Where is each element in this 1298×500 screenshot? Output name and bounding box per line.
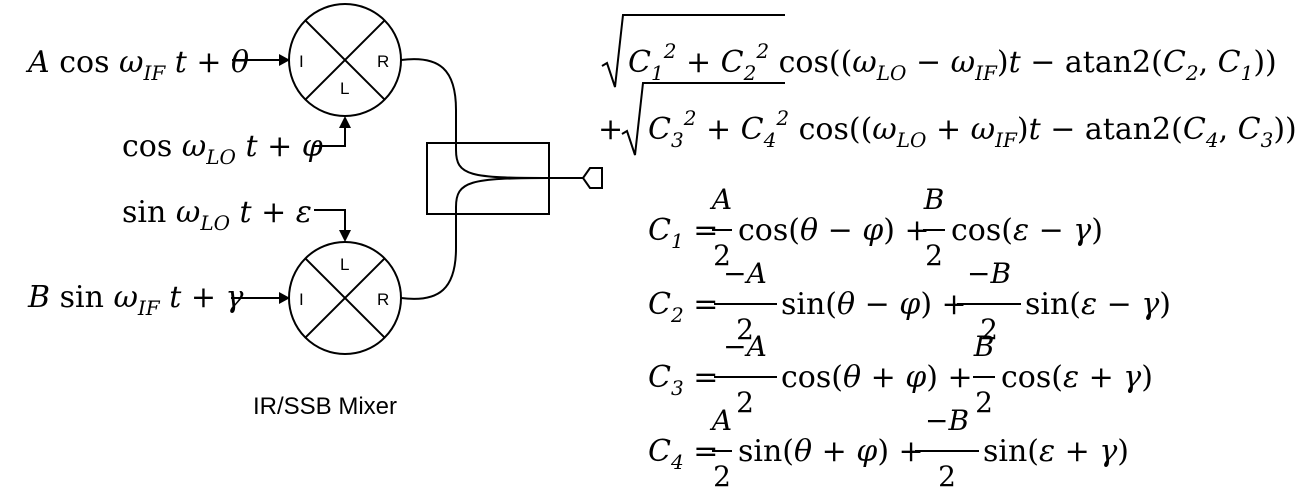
svg-text:2: 2 xyxy=(980,313,998,346)
svg-text:−A: −A xyxy=(723,257,767,290)
svg-text:sin(θ − φ) +: sin(θ − φ) + xyxy=(781,287,967,322)
coef-c2: C2 = −A 2 sin(θ − φ) + −B 2 sin(ε − γ) xyxy=(648,257,1171,346)
svg-text:sin(ε − γ): sin(ε − γ) xyxy=(1025,287,1171,322)
svg-text:−A: −A xyxy=(723,330,767,363)
bottom-mixer-port-l: L xyxy=(340,255,349,274)
top-mixer: I L R xyxy=(288,3,402,117)
svg-text:2: 2 xyxy=(938,460,956,493)
svg-text:cos(θ − φ) +: cos(θ − φ) + xyxy=(738,213,930,248)
top-if-wire xyxy=(232,54,290,66)
svg-text:B sin ωIF t + γ: B sin ωIF t + γ xyxy=(27,280,243,320)
input-bottom-if: B sin ωIF t + γ xyxy=(27,280,243,320)
svg-text:B: B xyxy=(973,330,995,363)
svg-text:2: 2 xyxy=(713,239,731,272)
bottom-mixer-output-wire xyxy=(400,177,550,300)
svg-text:2: 2 xyxy=(925,239,943,272)
input-lo-cos: cos ωLO t + φ xyxy=(122,129,323,169)
svg-text:C2 =: C2 = xyxy=(648,287,718,327)
svg-text:cos(ε + γ): cos(ε + γ) xyxy=(1001,360,1153,395)
lo-cos-wire xyxy=(313,116,351,147)
svg-text:−B: −B xyxy=(925,404,969,437)
svg-text:A cos ωIF t + θ: A cos ωIF t + θ xyxy=(25,45,249,85)
input-lo-sin: sin ωLO t + ε xyxy=(122,195,312,235)
svg-text:2: 2 xyxy=(736,386,754,419)
bottom-mixer-port-r: R xyxy=(377,290,389,309)
coef-c1: C1 = A 2 cos(θ − φ) + B 2 cos(ε − γ) xyxy=(648,183,1103,272)
svg-text:cos(ε − γ): cos(ε − γ) xyxy=(951,213,1103,248)
coef-c4: C4 = A 2 sin(θ + φ) + −B 2 sin(ε + γ) xyxy=(648,404,1129,493)
svg-text:cos ωLO t + φ: cos ωLO t + φ xyxy=(122,129,323,169)
bottom-mixer: I L R xyxy=(288,241,402,355)
svg-text:2: 2 xyxy=(975,386,993,419)
svg-text:2: 2 xyxy=(713,460,731,493)
top-mixer-port-r: R xyxy=(377,52,389,71)
svg-text:B: B xyxy=(923,183,945,216)
output-term-2: + C32 + C42 cos((ωLO + ωIF)t − atan2(C4,… xyxy=(598,82,1297,156)
svg-text:cos(θ + φ) +: cos(θ + φ) + xyxy=(781,360,973,395)
svg-text:sin(ε + γ): sin(ε + γ) xyxy=(983,434,1129,469)
bottom-if-wire xyxy=(231,292,290,304)
svg-text:C12 + C22 cos((ωLO − ωIF)t − a: C12 + C22 cos((ωLO − ωIF)t − atan2(C2, C… xyxy=(628,39,1277,85)
output-port xyxy=(549,167,603,189)
bottom-mixer-port-i: I xyxy=(299,290,304,309)
top-mixer-port-l: L xyxy=(340,79,349,98)
svg-text:A: A xyxy=(709,404,732,437)
lo-sin-wire xyxy=(314,209,351,242)
svg-text:−B: −B xyxy=(967,257,1011,290)
svg-text:C32 + C42 cos((ωLO + ωIF)t − a: C32 + C42 cos((ωLO + ωIF)t − atan2(C4, C… xyxy=(648,106,1297,152)
svg-text:sin ωLO t + ε: sin ωLO t + ε xyxy=(122,195,312,235)
output-term-1: C12 + C22 cos((ωLO − ωIF)t − atan2(C2, C… xyxy=(601,14,1277,88)
input-top-if: A cos ωIF t + θ xyxy=(25,45,249,85)
mixer-caption: IR/SSB Mixer xyxy=(253,393,397,420)
svg-text:C1 =: C1 = xyxy=(648,213,718,253)
svg-text:sin(θ + φ) +: sin(θ + φ) + xyxy=(738,434,924,469)
svg-text:A: A xyxy=(709,183,732,216)
top-mixer-port-i: I xyxy=(299,52,304,71)
svg-text:C4 =: C4 = xyxy=(648,434,718,474)
svg-text:C3 =: C3 = xyxy=(648,360,718,400)
svg-text:+: + xyxy=(598,112,623,147)
coef-c3: C3 = −A 2 cos(θ + φ) + B 2 cos(ε + γ) xyxy=(648,330,1153,419)
svg-text:2: 2 xyxy=(736,313,754,346)
top-mixer-output-wire xyxy=(400,58,550,179)
